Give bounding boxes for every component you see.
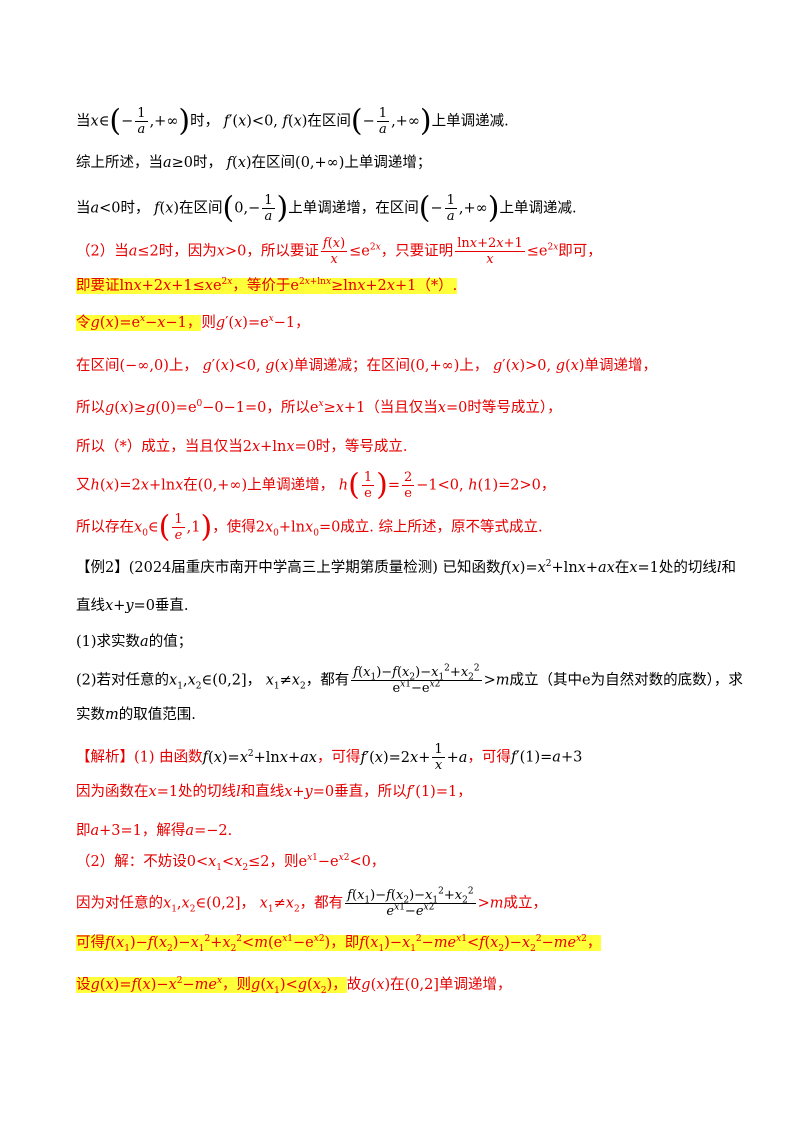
- text-line: 实数m的取值范围.: [76, 707, 196, 723]
- text-line: 设g(x)=f(x)−x2−mex，则g(x1)<g(x2)，故g(x)在(0,…: [76, 976, 512, 996]
- text-line: 综上所述，当a≥0时， f(x)在区间(0,+∞)上单调递增；: [76, 155, 432, 171]
- text-line: 在区间(−∞,0)上， g′(x)<0, g(x)单调递减；在区间(0,+∞)上…: [76, 358, 658, 374]
- text-line: 令g(x)=ex−x−1，则g′(x)=ex−1，: [76, 314, 310, 331]
- text-line: 即要证lnx+2x+1≤xe2x，等价于e2x+lnx≥lnx+2x+1（*）.: [76, 277, 458, 294]
- text-line: (1)求实数a的值；: [76, 634, 193, 650]
- text-line: 可得f(x1)−f(x2)−x12+x22<m(ex1−ex2)，即f(x1)−…: [76, 934, 602, 954]
- text-line: 【例2】(2024届重庆市南开中学高三上学期第质量检测) 已知函数f(x)=x2…: [76, 559, 737, 576]
- text-line: 直线x+y=0垂直.: [76, 598, 189, 614]
- text-line: 即a+3=1，解得a=−2.: [76, 823, 233, 839]
- text-line: 所以g(x)≥g(0)=e0−0−1=0，所以ex≥x+1（当且仅当x=0时等号…: [76, 399, 562, 416]
- text-line: 因为函数在x=1处的切线l和直线x+y=0垂直，所以f′(1)=1，: [76, 784, 472, 800]
- text-line: 所以（*）成立，当且仅当2x+lnx=0时，等号成立.: [76, 439, 408, 455]
- text-line: （2）解：不妨设0<x1<x2≤2，则ex1−ex2<0，: [76, 853, 386, 873]
